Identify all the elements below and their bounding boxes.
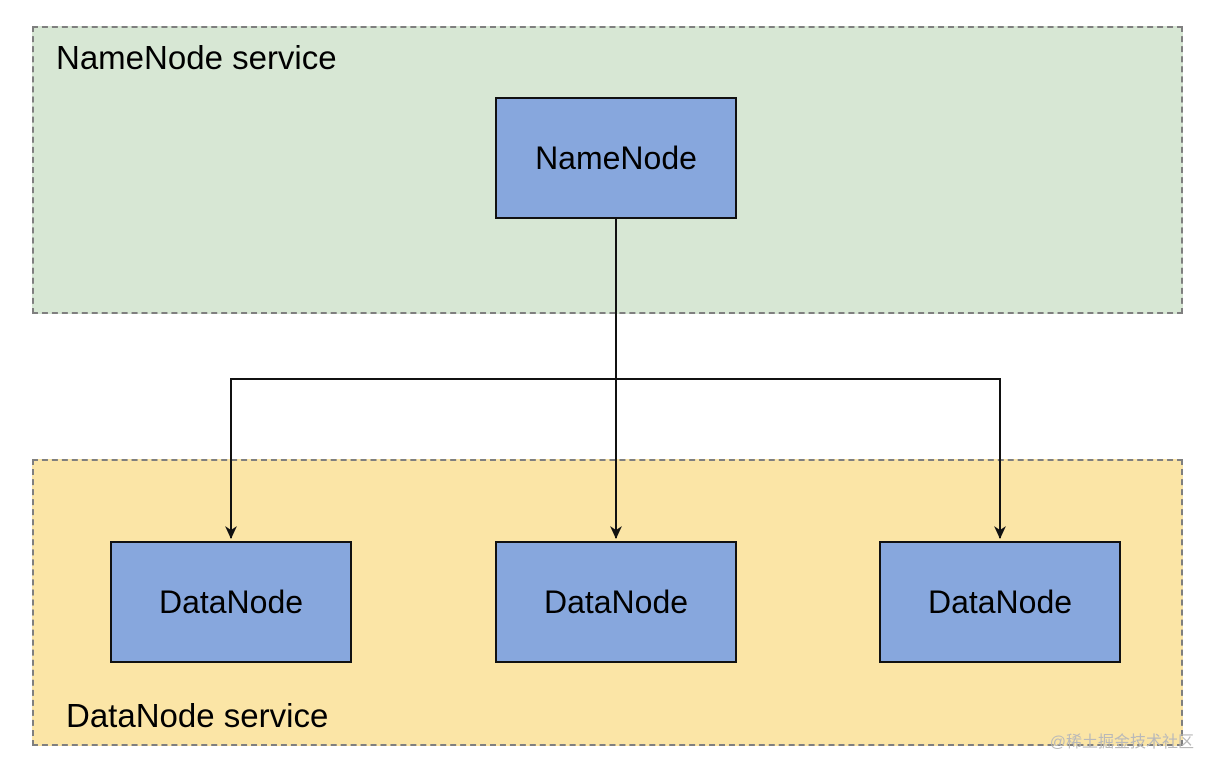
datanode-box-3[interactable]: DataNode <box>879 541 1121 663</box>
watermark-text: @稀土掘金技术社区 <box>1049 734 1194 751</box>
datanode-box-2[interactable]: DataNode <box>495 541 737 663</box>
namenode-box[interactable]: NameNode <box>495 97 737 219</box>
datanode-box-1[interactable]: DataNode <box>110 541 352 663</box>
namenode-service-label: NameNode service <box>56 39 337 76</box>
datanode-service-label: DataNode service <box>66 697 329 734</box>
